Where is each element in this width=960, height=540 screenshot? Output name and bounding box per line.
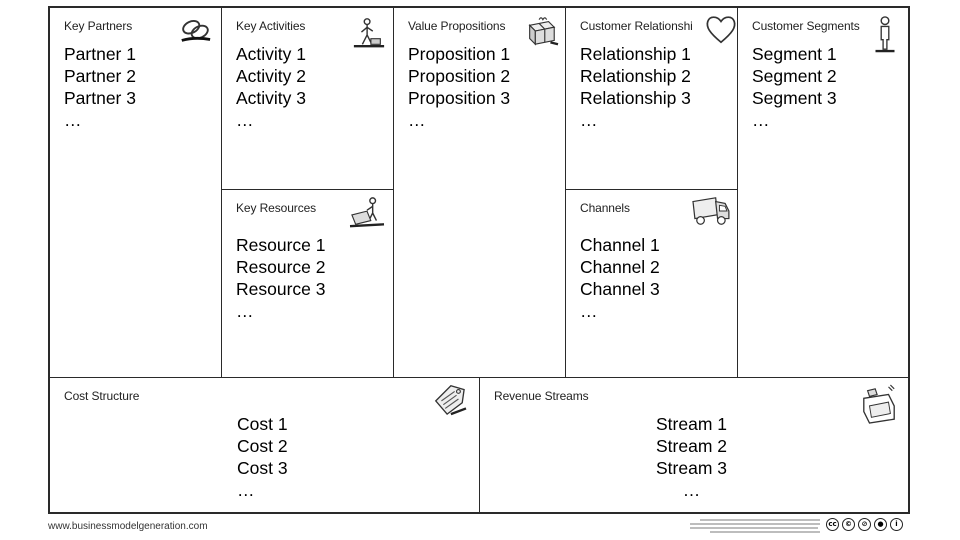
list-item: Segment 3: [752, 88, 837, 108]
heart-icon: [702, 12, 737, 46]
list-item: …: [64, 110, 82, 130]
list-item: Proposition 2: [408, 66, 511, 86]
info-icon: i: [890, 518, 903, 531]
list-item: Resource 2: [236, 257, 326, 277]
worker-icon: [353, 18, 385, 48]
list-item: Cost 2: [237, 436, 288, 456]
list-item: Proposition 1: [408, 44, 511, 64]
block-title: Channels: [580, 201, 630, 215]
cash-register-icon: [863, 384, 895, 424]
list-item: Partner 2: [64, 66, 136, 86]
forklift-worker-icon: [349, 197, 385, 228]
list-item: Proposition 3: [408, 88, 511, 108]
list-item: Stream 1: [656, 414, 727, 434]
list-item: Cost 1: [237, 414, 288, 434]
list-item: Relationship 1: [580, 44, 691, 64]
license-fine-print: [690, 519, 820, 535]
sa-icon: ⊘: [858, 518, 871, 531]
list-item: Activity 1: [236, 44, 307, 64]
block-title: Customer Relationshi: [580, 19, 693, 33]
list-item: Resource 1: [236, 235, 326, 255]
list-item: …: [237, 480, 255, 500]
block-title: Key Resources: [236, 201, 317, 215]
list-item: …: [236, 301, 254, 321]
list-item: Relationship 3: [580, 88, 691, 108]
block-title: Revenue Streams: [494, 389, 589, 403]
list-item: Channel 2: [580, 257, 660, 277]
delivery-truck-icon: [692, 197, 730, 225]
list-item: Relationship 2: [580, 66, 691, 86]
block-title: Key Activities: [236, 19, 306, 33]
list-item: Stream 2: [656, 436, 727, 456]
list-item: …: [580, 110, 598, 130]
list-item: Partner 1: [64, 44, 136, 64]
chain-link-icon: [181, 20, 211, 42]
nc-icon: ●: [874, 518, 887, 531]
list-item: …: [682, 480, 701, 500]
gift-box-icon: [528, 17, 559, 46]
list-item: …: [236, 110, 254, 130]
list-item: …: [752, 110, 770, 130]
license-badges: cc © ⊘ ● i: [826, 518, 903, 531]
list-item: Cost 3: [237, 458, 288, 478]
cc-icon: cc: [826, 518, 839, 531]
block-title: Customer Segments: [752, 19, 860, 33]
footer-url[interactable]: www.businessmodelgeneration.com: [48, 521, 208, 532]
list-item: Activity 3: [236, 88, 307, 108]
list-item: Segment 2: [752, 66, 837, 86]
list-item: Channel 3: [580, 279, 660, 299]
list-item: Activity 2: [236, 66, 307, 86]
block-title: Key Partners: [64, 19, 133, 33]
by-icon: ©: [842, 518, 855, 531]
list-item: Stream 3: [656, 458, 727, 478]
list-item: Partner 3: [64, 88, 136, 108]
list-item: Segment 1: [752, 44, 837, 64]
person-icon: [875, 16, 895, 53]
block-title: Value Propositions: [408, 19, 506, 33]
list-item: …: [408, 110, 426, 130]
list-item: Resource 3: [236, 279, 326, 299]
list-item: …: [580, 301, 598, 321]
block-title: Cost Structure: [64, 389, 140, 403]
price-tag-icon: [434, 385, 467, 416]
list-item: Channel 1: [580, 235, 660, 255]
